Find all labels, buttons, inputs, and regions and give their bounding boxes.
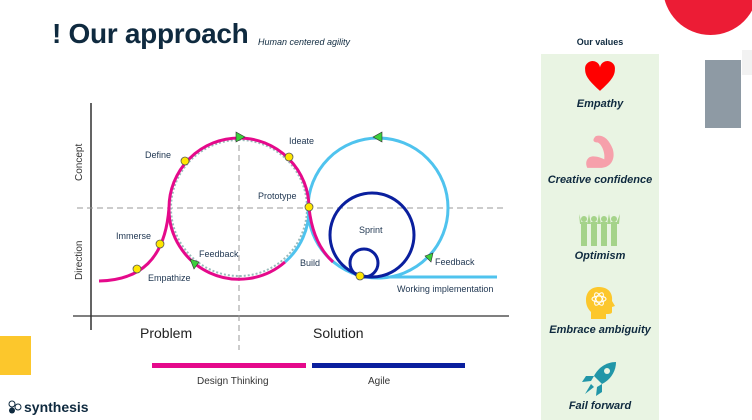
label-prototype: Prototype: [258, 191, 297, 201]
label-feedback: Feedback: [199, 249, 239, 259]
x-label-solution: Solution: [313, 325, 364, 341]
design-thinking-path: [98, 136, 335, 283]
page-subtitle: Human centered agility: [258, 37, 351, 47]
value-optimism: Optimism: [541, 214, 659, 262]
node-empathize: [132, 264, 142, 274]
y-label-direction: Direction: [74, 241, 85, 280]
legend-bar-agile: [312, 363, 465, 368]
node-build: [355, 271, 365, 281]
value-embrace-ambiguity: Embrace ambiguity: [541, 286, 659, 336]
design-thinking-lower-arc: [167, 207, 286, 281]
value-creative-confidence: Creative confidence: [541, 134, 659, 186]
value-label: Creative confidence: [547, 174, 653, 186]
cheering-people-icon: [579, 214, 620, 246]
heart-icon: [585, 60, 615, 91]
small-sprint-loop: [348, 247, 380, 279]
label-empathize: Empathize: [148, 273, 191, 283]
atom-head-icon: [586, 287, 615, 319]
label-working-implementation: Working implementation: [397, 284, 493, 294]
node-immerse: [155, 239, 165, 249]
arrow-top-icon: [235, 131, 246, 143]
label-ideate: Ideate: [289, 136, 314, 146]
legend-bar-design-thinking: [152, 363, 306, 368]
flexed-arm-icon: [586, 135, 614, 168]
x-label-problem: Problem: [140, 325, 192, 341]
brand-logo: synthesis: [8, 399, 89, 415]
legend-agile: Agile: [368, 376, 391, 387]
approach-diagram: Define Ideate Prototype Immerse Feedback…: [73, 103, 509, 387]
arrow-agile-top-icon: [372, 131, 383, 143]
value-label: Optimism: [574, 250, 626, 262]
brand-name: synthesis: [24, 399, 89, 415]
node-prototype: [304, 202, 314, 212]
value-label: Embrace ambiguity: [549, 324, 651, 336]
decorative-red-circle: [663, 0, 752, 35]
rocket-icon: [582, 362, 616, 396]
node-ideate: [284, 152, 294, 162]
label-immerse: Immerse: [116, 231, 151, 241]
value-label: Empathy: [576, 98, 624, 110]
synthesis-logo-icon: [8, 400, 22, 414]
label-define: Define: [145, 150, 171, 160]
values-title: Our values: [576, 37, 624, 47]
decorative-gray-rect: [705, 60, 741, 128]
arrow-feedback-icon: [189, 258, 200, 270]
decorative-gray-strip: [742, 50, 752, 75]
arrow-agile-feedback-icon: [424, 252, 434, 263]
values-panel: Empathy Creative confidence Optimism Emb…: [541, 54, 659, 420]
label-feedback-agile: Feedback: [435, 257, 475, 267]
value-fail-forward: Fail forward: [541, 360, 659, 412]
y-label-concept: Concept: [74, 144, 85, 181]
label-build: Build: [300, 258, 320, 268]
label-sprint: Sprint: [359, 225, 383, 235]
value-empathy: Empathy: [541, 60, 659, 110]
page-title: ! Our approach: [52, 18, 249, 49]
value-label: Fail forward: [568, 400, 632, 412]
legend-design-thinking: Design Thinking: [197, 376, 269, 387]
prototype-loop-segment: [284, 207, 311, 264]
sprint-loop: [328, 191, 416, 279]
decorative-yellow-square: [0, 336, 31, 375]
node-define: [180, 156, 190, 166]
